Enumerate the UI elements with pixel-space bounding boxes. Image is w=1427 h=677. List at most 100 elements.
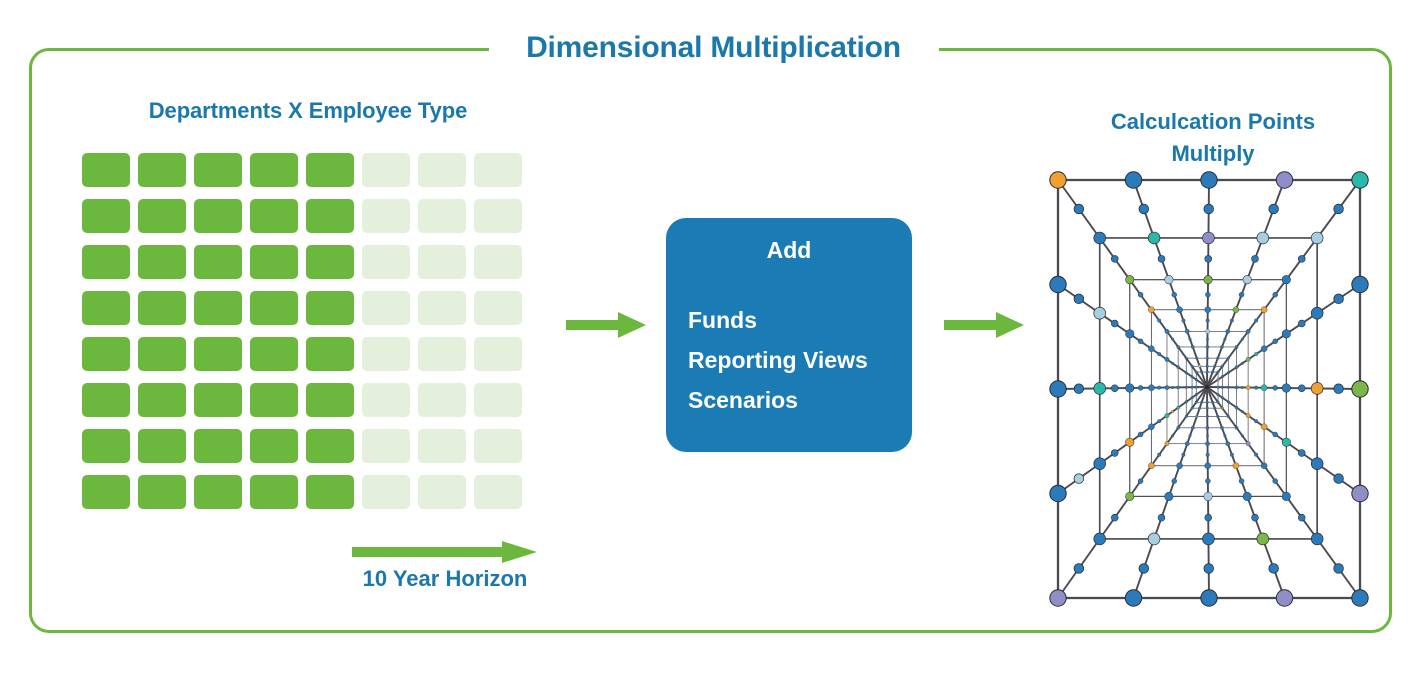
calculation-point-node: [1268, 563, 1279, 574]
calculation-point-node: [1184, 356, 1188, 360]
calculation-point-node: [1226, 356, 1230, 360]
calculation-point-node: [1351, 589, 1369, 607]
calculation-point-node: [1205, 400, 1209, 404]
left-panel-heading: Departments X Employee Type: [148, 98, 468, 123]
calculation-point-node: [1176, 345, 1180, 349]
flow-arrow-left-icon: [566, 310, 646, 340]
calculation-point-node: [1137, 292, 1144, 298]
grid-cell: [82, 383, 130, 417]
horizon-label: 10 Year Horizon: [362, 566, 528, 591]
grid-cell: [306, 153, 354, 187]
calculation-point-node: [1049, 171, 1067, 189]
calculation-point-node: [1148, 306, 1155, 313]
calculation-point-node: [1195, 414, 1199, 418]
calculation-point-node: [1281, 329, 1291, 339]
grid-cell: [362, 383, 410, 417]
calculation-point-node: [1216, 370, 1220, 374]
calculation-point-node: [1176, 462, 1183, 470]
grid-cell: [194, 291, 242, 325]
calculation-point-node: [1049, 275, 1067, 294]
calculation-point-node: [1203, 491, 1213, 501]
calculation-point-node: [1205, 441, 1210, 447]
calculation-point-node: [1198, 364, 1202, 368]
grid-cell: [418, 291, 466, 325]
calculation-point-node: [1223, 337, 1227, 341]
calculation-point-node: [1216, 378, 1220, 382]
calculation-point-node: [1110, 449, 1119, 457]
title-notch: [489, 30, 939, 70]
calculation-point-node: [1206, 337, 1209, 341]
calculation-point-node: [1164, 385, 1170, 390]
grid-cell: [306, 475, 354, 509]
calculation-point-node: [1157, 452, 1162, 457]
grid-cell: [82, 199, 130, 233]
grid-cell: [138, 153, 186, 187]
calculation-point-node: [1148, 423, 1155, 430]
calculation-point-node: [1242, 275, 1252, 285]
department-employee-grid: [82, 153, 522, 509]
calculation-point-node: [1148, 384, 1155, 391]
calculation-point-node: [1110, 319, 1119, 328]
grid-cell: [474, 429, 522, 463]
calculation-point-node: [1225, 441, 1231, 447]
grid-cell: [250, 429, 298, 463]
calculation-point-node: [1176, 365, 1180, 369]
grid-cell: [250, 337, 298, 371]
calculation-point-node: [1184, 414, 1188, 418]
calculation-point-node: [1240, 434, 1244, 438]
calculation-point-node: [1137, 478, 1144, 484]
calculation-point-node: [1184, 371, 1188, 375]
calculation-point-node: [1240, 386, 1244, 389]
calculation-point-node: [1148, 345, 1155, 352]
calculation-point-node: [1205, 292, 1211, 298]
calculation-point-node: [1147, 532, 1161, 546]
calculation-point-node: [1211, 370, 1215, 374]
calculation-point-node: [1204, 462, 1211, 470]
grid-cell: [418, 199, 466, 233]
calculation-point-node: [1171, 337, 1175, 341]
grid-cell: [250, 153, 298, 187]
calculation-point-node: [1137, 338, 1144, 345]
grid-cell: [474, 291, 522, 325]
calculation-point-node: [1268, 203, 1279, 215]
calculation-point-node: [1073, 383, 1085, 394]
grid-cell: [194, 475, 242, 509]
calculation-point-node: [1157, 255, 1166, 263]
calculation-point-node: [1204, 306, 1211, 313]
calculation-point-node: [1232, 462, 1240, 470]
grid-cell: [82, 153, 130, 187]
calculation-point-node: [1226, 414, 1230, 418]
right-panel-heading: Calculcation Points Multiply: [1038, 106, 1388, 170]
grid-cell: [138, 199, 186, 233]
calculation-point-node: [1245, 385, 1251, 390]
calculation-point-node: [1205, 426, 1210, 430]
calculation-point-node: [1234, 385, 1239, 390]
calculation-point-node: [1226, 371, 1230, 375]
calculation-point-node: [1184, 329, 1190, 334]
calculation-point-node: [1049, 589, 1067, 607]
calculation-point-node: [1137, 431, 1144, 438]
calculation-point-node: [1275, 171, 1294, 189]
calculation-point-node: [1194, 393, 1198, 397]
tunnel-line: [1206, 386, 1361, 599]
calculation-point-node: [1205, 364, 1209, 368]
calculation-point-node: [1164, 491, 1174, 501]
calculation-point-node: [1191, 426, 1195, 430]
calculation-point-node: [1245, 357, 1251, 362]
calculation-point-node: [1125, 275, 1135, 285]
calculation-point-node: [1194, 378, 1198, 382]
calculation-point-node: [1254, 318, 1259, 323]
grid-cell: [474, 153, 522, 187]
calculation-point-node: [1205, 370, 1209, 374]
calculation-point-node: [1194, 400, 1198, 404]
right-panel-heading-line1: Calculcation Points: [1110, 109, 1316, 134]
calculation-point-node: [1184, 400, 1188, 404]
calculation-point-node: [1138, 563, 1149, 574]
calculation-point-node: [1164, 441, 1170, 447]
calculation-point-node: [1181, 318, 1186, 323]
calculation-point-node: [1297, 449, 1306, 457]
calculation-point-node: [1200, 589, 1218, 607]
calculation-point-node: [1157, 419, 1162, 424]
calculation-point-node: [1190, 396, 1194, 400]
grid-cell: [82, 337, 130, 371]
